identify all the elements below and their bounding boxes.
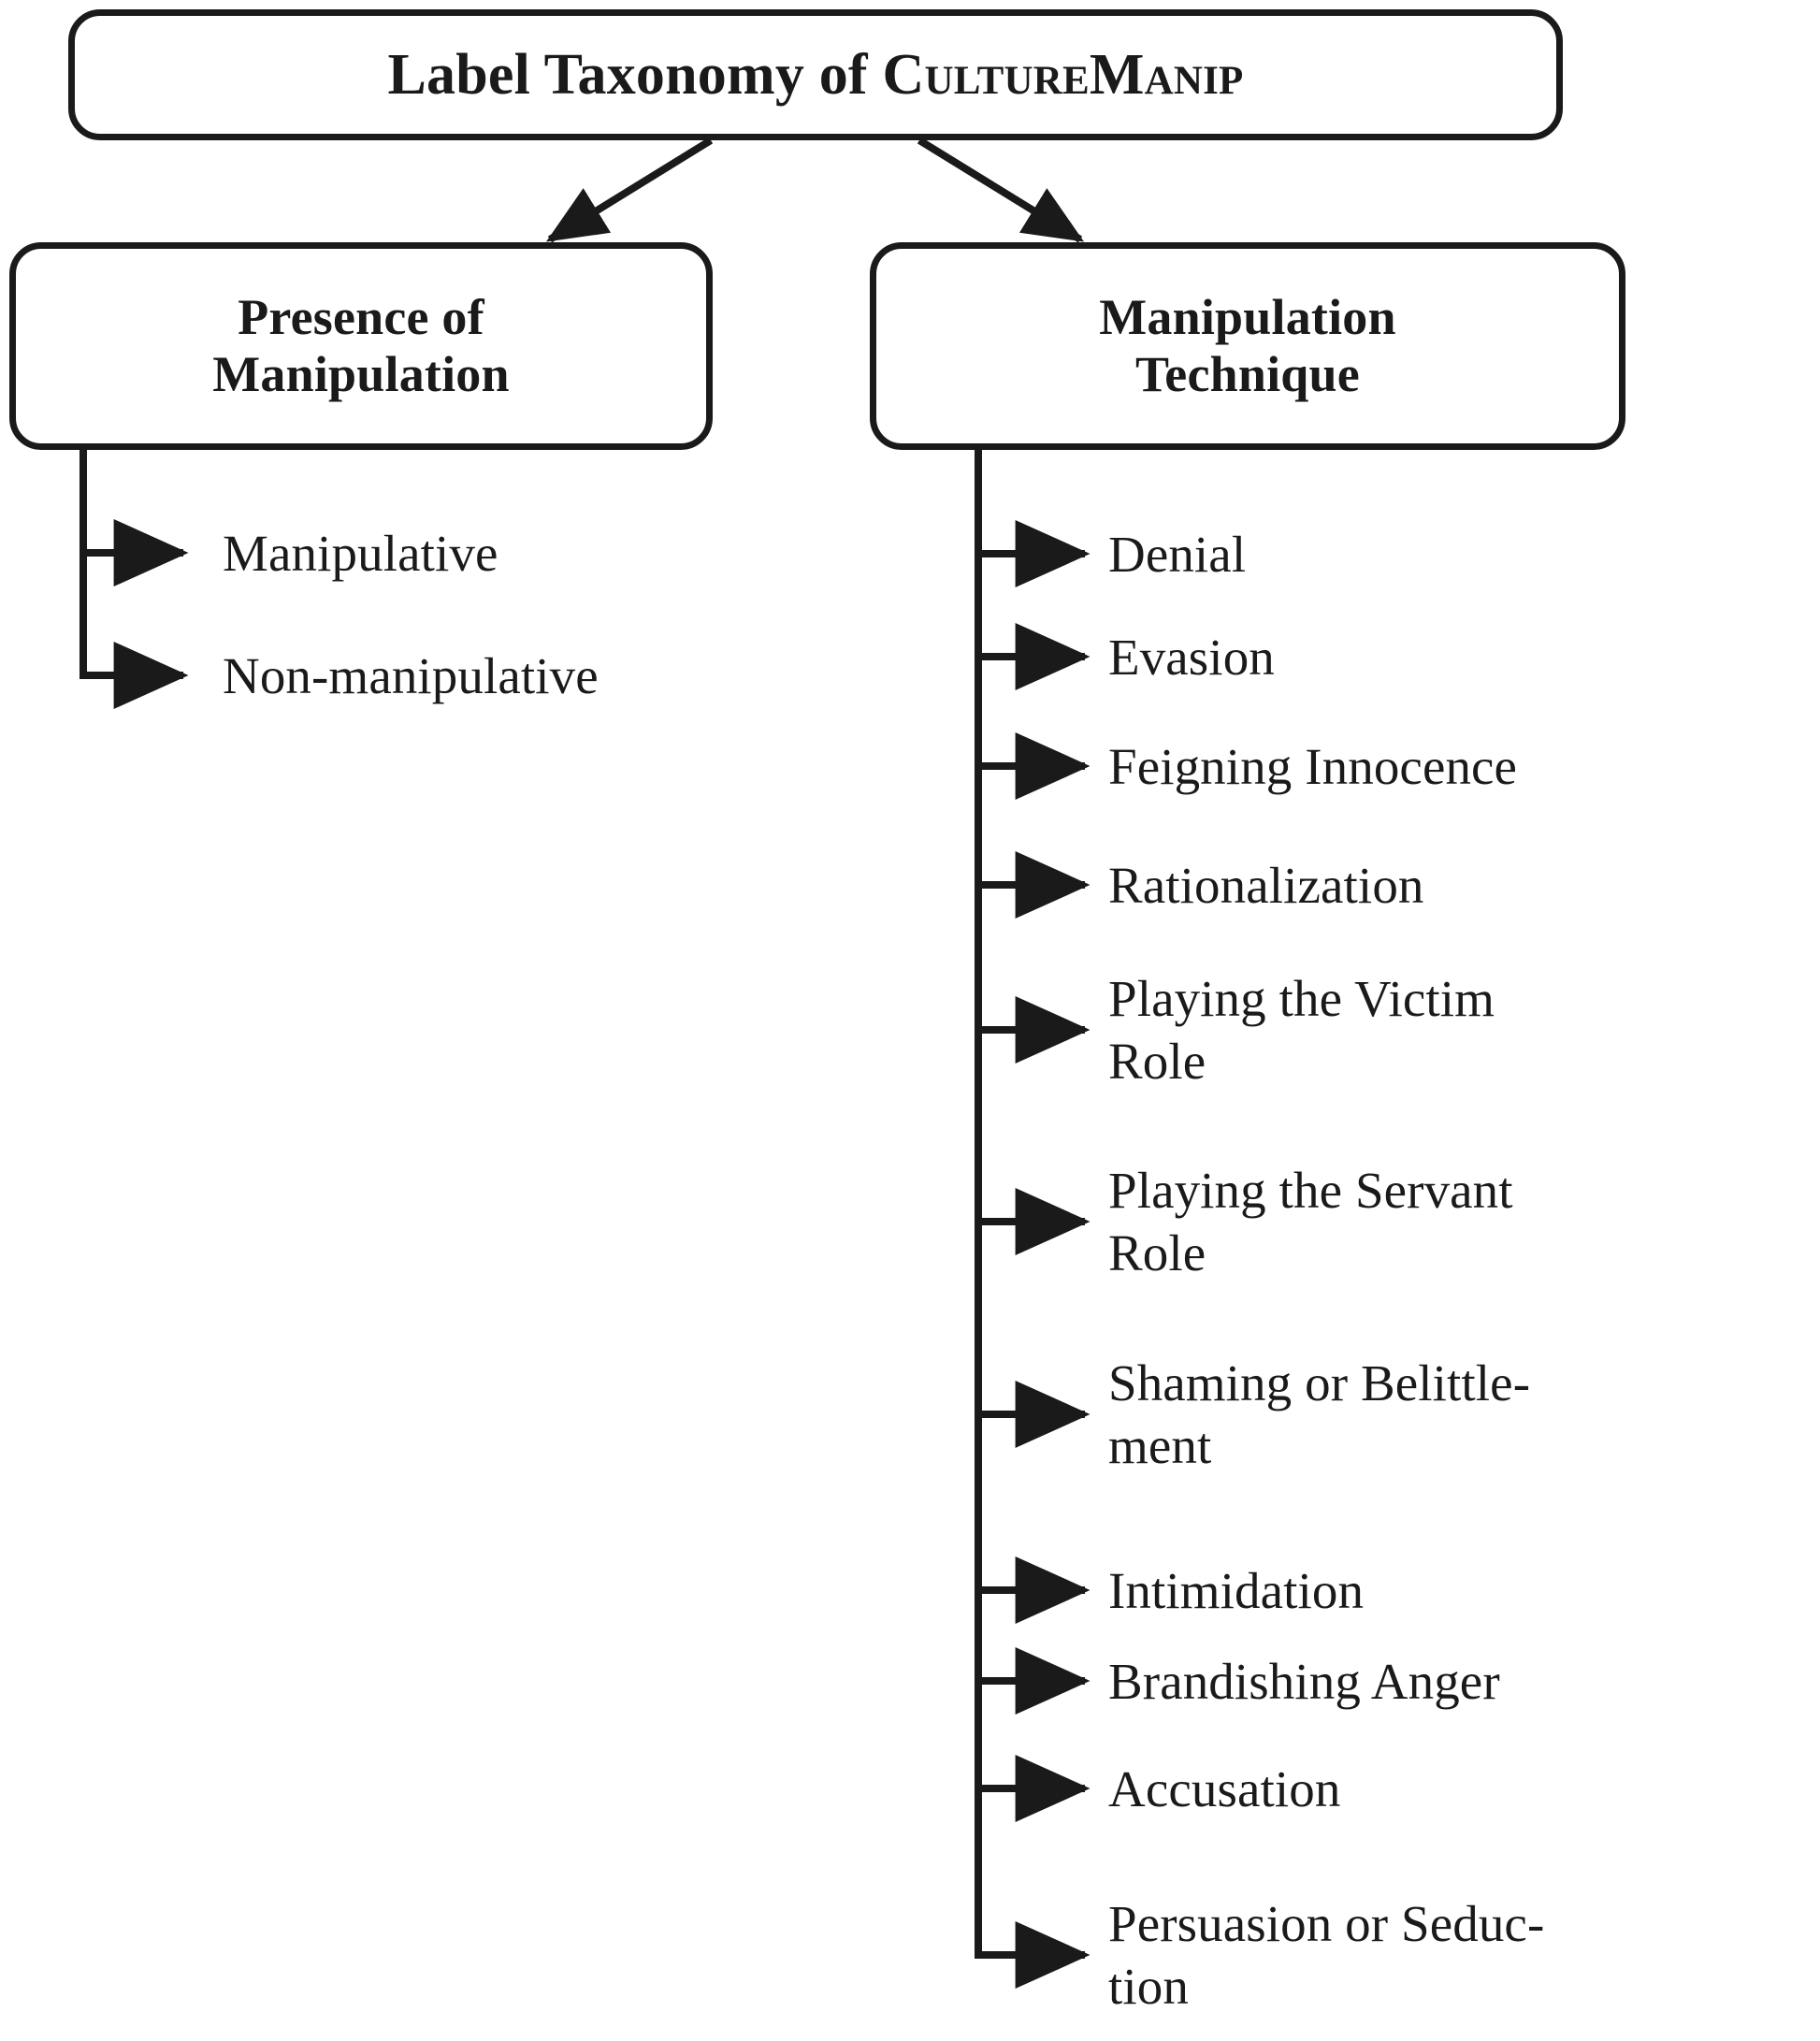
page-title: Label Taxonomy of CultureManip	[387, 42, 1243, 108]
leaf-technique-playing-the-servant-role: Playing the Servant Role	[1108, 1162, 1513, 1282]
leaf-presence-non-manipulative: Non-manipulative	[223, 647, 599, 704]
leaf-technique-accusation: Accusation	[1108, 1760, 1341, 1817]
taxonomy-title-box: Label Taxonomy of CultureManip	[68, 9, 1563, 140]
leaf-technique-feigning-innocence: Feigning Innocence	[1108, 738, 1518, 795]
leaf-technique-rationalization: Rationalization	[1108, 857, 1424, 914]
title-prefix: Label Taxonomy of	[387, 42, 883, 107]
leaf-technique-brandishing-anger: Brandishing Anger	[1108, 1653, 1500, 1710]
title-dataset-name: CultureManip	[882, 42, 1244, 107]
leaf-technique-persuasion-or-seduction: Persuasion or Seduc- tion	[1108, 1895, 1545, 2016]
leaf-technique-intimidation: Intimidation	[1108, 1562, 1365, 1619]
leaf-technique-playing-the-victim-role: Playing the Victim Role	[1108, 970, 1495, 1091]
leaf-presence-manipulative: Manipulative	[223, 525, 498, 582]
category-label-presence-of-manipulation: Presence of Manipulation	[212, 288, 510, 402]
leaf-technique-shaming-or-belittlement: Shaming or Belittle- ment	[1108, 1354, 1531, 1475]
leaf-technique-evasion: Evasion	[1108, 629, 1275, 686]
edge-root-to-presence	[545, 137, 714, 243]
category-box-presence-of-manipulation: Presence of Manipulation	[9, 242, 713, 450]
category-label-manipulation-technique: Manipulation Technique	[1099, 288, 1396, 402]
leaf-technique-denial: Denial	[1108, 526, 1247, 583]
edge-root-to-technique	[917, 137, 1085, 243]
category-box-manipulation-technique: Manipulation Technique	[870, 242, 1625, 450]
